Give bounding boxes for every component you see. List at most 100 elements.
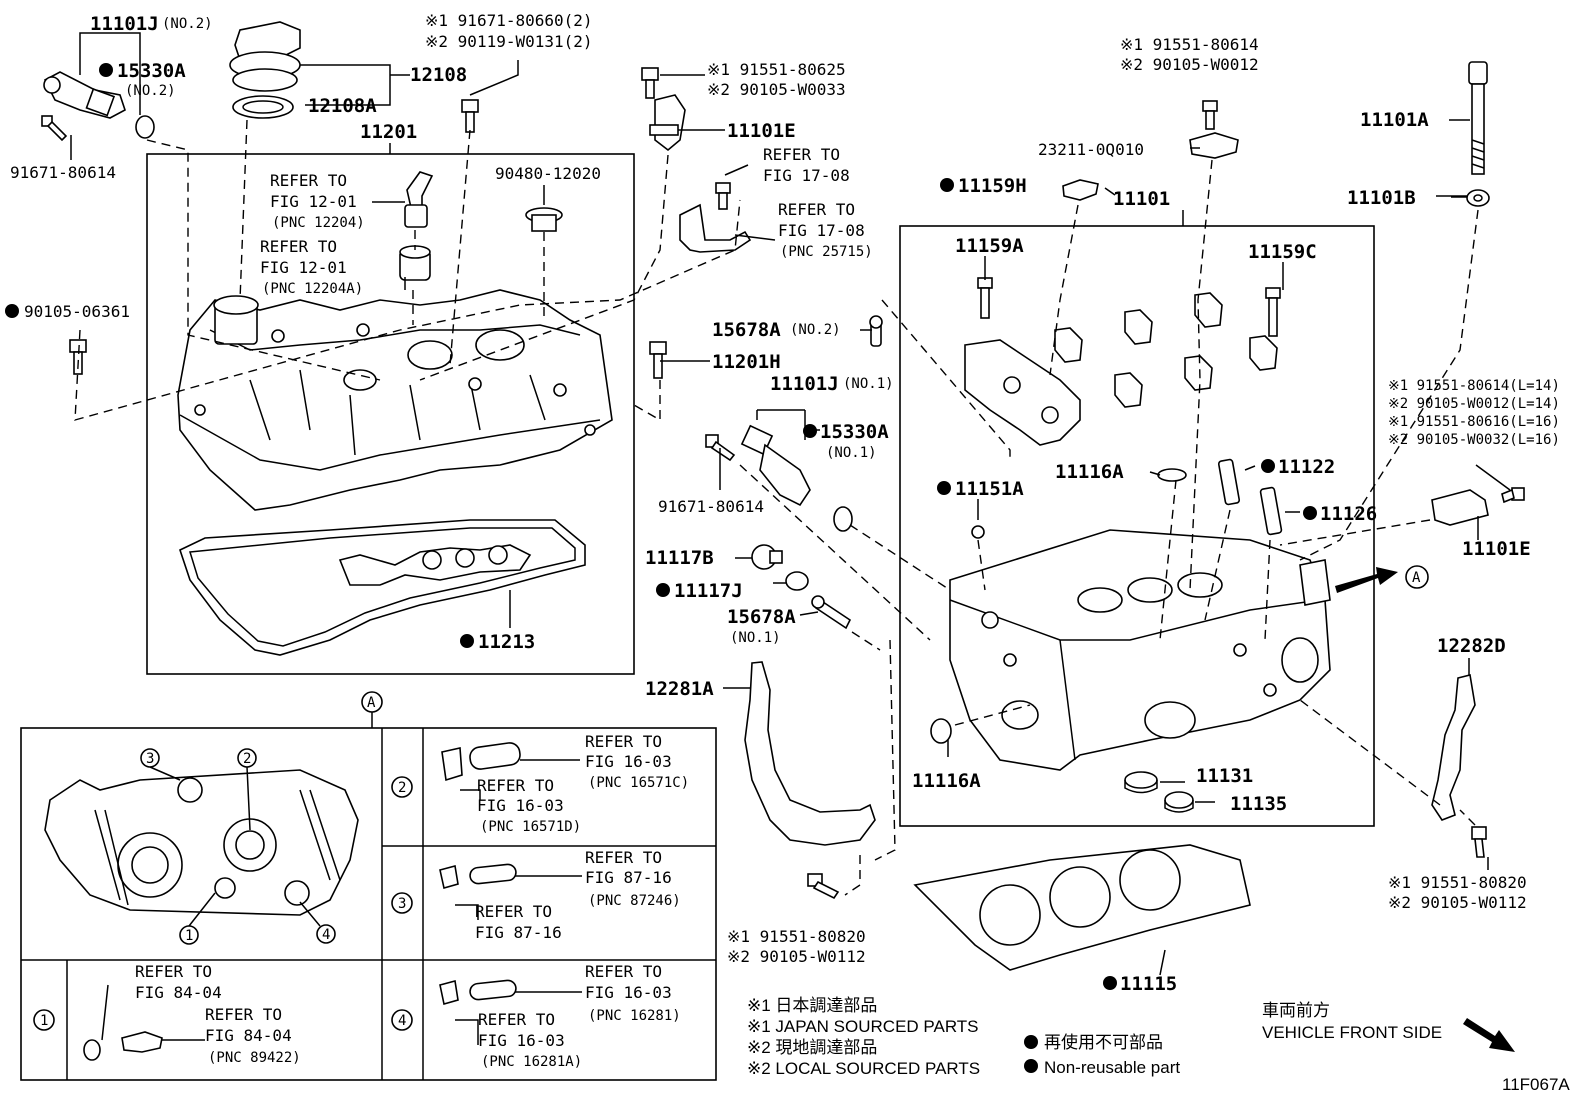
non-reusable-icon <box>937 481 951 495</box>
label-bolt2-b: ※2 90105-W0033 <box>707 80 846 99</box>
camshaft-bearing-cap[interactable] <box>964 339 1081 446</box>
label-11135: 11135 <box>1230 793 1287 815</box>
label-12282D: 12282D <box>1437 635 1506 657</box>
bolt-11159A[interactable] <box>977 277 993 319</box>
pcv-fitting[interactable] <box>404 171 434 228</box>
legend-local-jp: ※2 現地調達部品 <box>747 1038 877 1057</box>
dowel-11122[interactable] <box>1217 458 1241 506</box>
front-side-en: VEHICLE FRONT SIDE <box>1262 1023 1442 1042</box>
wire-bracket[interactable] <box>679 182 752 253</box>
seal-11116A-top[interactable] <box>1157 468 1187 482</box>
inset-r4-b: FIG 16-03 <box>585 983 672 1002</box>
oil-filler-gasket[interactable] <box>232 95 294 119</box>
non-reusable-icon <box>1303 506 1317 520</box>
inset-a-marker: A <box>367 695 376 711</box>
inset-r1-b: FIG 84-04 <box>135 983 222 1002</box>
oil-control-valve-no1[interactable] <box>740 424 811 507</box>
label-11213: 11213 <box>478 631 535 653</box>
non-reusable-icon <box>1103 976 1117 990</box>
leader-lines <box>70 32 1511 976</box>
oil-pipe-12282D[interactable] <box>1431 674 1476 821</box>
bolt-91671-80660[interactable] <box>461 99 479 133</box>
seal-11131[interactable] <box>1124 771 1158 794</box>
pcv-valve[interactable] <box>399 245 431 281</box>
label-11159H: 11159H <box>958 175 1027 197</box>
label-91671-mid: 91671-80614 <box>658 497 764 516</box>
label-bolt3-a: ※1 91551-80820 <box>727 927 866 946</box>
inset-r4-f: (PNC 16281A) <box>481 1054 582 1070</box>
inset-r4-c: (PNC 16281) <box>588 1008 681 1024</box>
gasket-11117J[interactable] <box>785 571 809 591</box>
bracket-23211[interactable] <box>1189 132 1239 159</box>
plug-11117B[interactable] <box>751 544 783 570</box>
bolt-91671-top[interactable] <box>41 115 68 142</box>
bolt-91671-mid[interactable] <box>705 434 736 462</box>
label-11101E-top: 11101E <box>727 120 796 142</box>
bolt-91551-80614-top[interactable] <box>1202 100 1218 130</box>
label-bolt1-b: ※2 90119-W0131(2) <box>425 32 593 51</box>
oil-filler-cap[interactable] <box>229 21 301 92</box>
inset-row-2-number: 2 <box>398 780 406 796</box>
callout-2: 2 <box>243 751 251 767</box>
part-labels: 11101J (NO.2) 15330A (NO.2) 91671-80614 … <box>5 11 1560 995</box>
gasket-11159H[interactable] <box>1062 179 1099 201</box>
head-gasket[interactable] <box>913 844 1251 971</box>
label-no2: (NO.2) <box>162 16 213 32</box>
cam-sensor-right[interactable] <box>1431 489 1489 526</box>
label-bolt1-a: ※1 91671-80660(2) <box>425 11 593 30</box>
plug-15678A-no1[interactable] <box>811 595 852 630</box>
label-15330A-top: 15330A <box>117 60 186 82</box>
camshaft-caps[interactable] <box>1054 292 1278 408</box>
label-refer-12204-c: (PNC 12204) <box>272 215 365 231</box>
o-ring-no2[interactable] <box>135 115 155 139</box>
bolt-91551-80820-right[interactable] <box>1471 826 1487 858</box>
inset-r1-d: FIG 84-04 <box>205 1026 292 1045</box>
label-bolt5-d: ※2 90105-W0032(L=16) <box>1388 432 1560 448</box>
inset-r2-e: FIG 16-03 <box>477 796 564 815</box>
legend-japan-en: ※1 JAPAN SOURCED PARTS <box>747 1017 979 1036</box>
seal-11135[interactable] <box>1164 791 1194 813</box>
head-bolt-11101A[interactable] <box>1468 61 1488 175</box>
label-15678A-no2: 15678A <box>712 319 781 341</box>
inset-r4-e: FIG 16-03 <box>478 1031 565 1050</box>
washer-11101B[interactable] <box>1466 189 1490 207</box>
cylinder-head-cover[interactable] <box>177 289 613 511</box>
label-bolt5-a: ※1 91551-80614(L=14) <box>1388 378 1560 394</box>
label-refer-25715-b: FIG 17-08 <box>778 221 865 240</box>
bolt-11201H[interactable] <box>649 341 667 379</box>
label-bolt6-b: ※2 90105-W0112 <box>1388 893 1527 912</box>
o-ring-no1[interactable] <box>833 506 853 532</box>
non-reusable-legend-icon <box>1024 1035 1038 1049</box>
non-reusable-icon <box>940 178 954 192</box>
legend: ※1 日本調達部品 ※1 JAPAN SOURCED PARTS ※2 現地調達… <box>747 996 1570 1094</box>
label-11159A: 11159A <box>955 235 1024 257</box>
label-91671-top: 91671-80614 <box>10 163 116 182</box>
label-11101A: 11101A <box>1360 109 1429 131</box>
label-11201: 11201 <box>360 121 417 143</box>
label-no1-b: (NO.1) <box>826 445 877 461</box>
label-no2-c: (NO.2) <box>790 322 841 338</box>
seal-11116A-bot[interactable] <box>930 718 952 744</box>
label-23211: 23211-0Q010 <box>1038 140 1144 159</box>
inset-r2-c: (PNC 16571C) <box>588 775 689 791</box>
oil-control-valve-no2[interactable] <box>43 71 126 119</box>
non-reusable-icon <box>803 424 817 438</box>
plug-90480[interactable] <box>525 207 563 232</box>
cam-position-sensor[interactable] <box>649 94 686 152</box>
label-90480: 90480-12020 <box>495 164 601 183</box>
cylinder-head[interactable] <box>949 529 1331 771</box>
plug-15678A-no2[interactable] <box>869 315 883 347</box>
oil-pipe-12281A[interactable] <box>744 661 876 846</box>
bolt-11159C[interactable] <box>1265 287 1281 337</box>
inset-r3-a: REFER TO <box>585 848 662 867</box>
label-refer-12204-a: REFER TO <box>270 171 347 190</box>
label-refer-1708-a: REFER TO <box>763 145 840 164</box>
label-11116A-bot: 11116A <box>912 770 981 792</box>
bolt-91551-80820-left[interactable] <box>807 873 840 900</box>
bolt-91551-80614-right[interactable] <box>1501 487 1525 504</box>
bolt-91551-80625[interactable] <box>641 67 659 99</box>
plug-11151A[interactable] <box>971 525 985 539</box>
dowel-11126[interactable] <box>1259 486 1283 536</box>
label-11101E-right: 11101E <box>1462 538 1531 560</box>
